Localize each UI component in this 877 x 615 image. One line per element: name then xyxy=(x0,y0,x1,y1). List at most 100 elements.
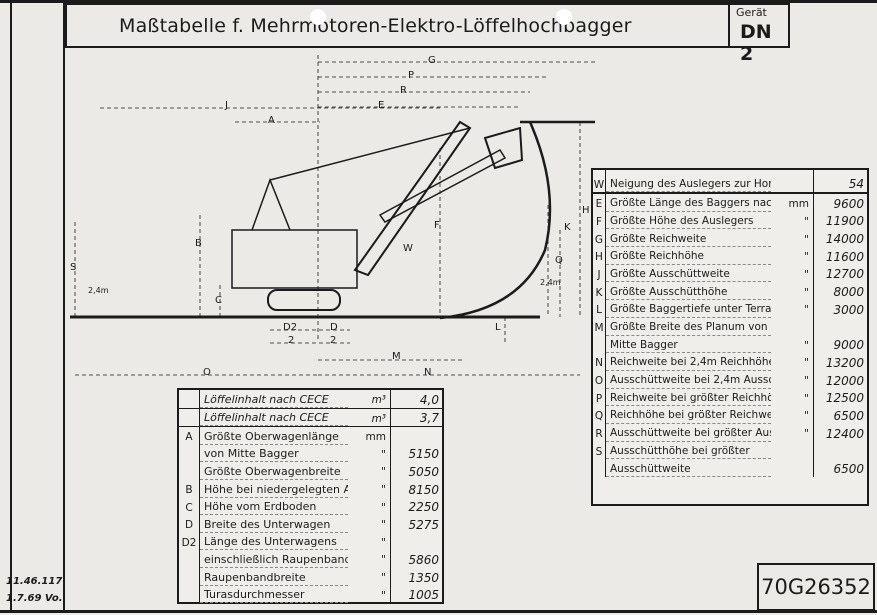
punch-hole xyxy=(556,9,572,25)
row-label: Turasdurchmesser xyxy=(200,589,348,604)
row-unit: m³ xyxy=(371,394,386,407)
row-unit xyxy=(775,334,813,336)
dim-label-s: S xyxy=(70,262,77,273)
row-unit: " xyxy=(381,448,386,461)
row-unit: " xyxy=(381,572,386,585)
row-value xyxy=(390,427,442,445)
row-key: N xyxy=(593,353,606,371)
row-label: Ausschüttweite xyxy=(606,464,771,477)
dim-label-2-4m-left: 2,4m xyxy=(88,286,109,295)
dim-label-z2: 2 xyxy=(330,335,337,346)
row-value: 6500 xyxy=(813,406,867,424)
dimension-lines xyxy=(74,55,595,376)
row-key: L xyxy=(593,300,606,318)
row-label: Größte Reichweite xyxy=(606,234,771,248)
row-label: Größte Reichhöhe xyxy=(606,251,771,265)
margin-note: 1.7.69 Vo. xyxy=(6,593,63,604)
row-label: Mitte Bagger xyxy=(606,340,771,354)
row-label: Höhe bei niedergelegten Ausleger xyxy=(200,484,348,498)
row-unit: " xyxy=(804,251,809,264)
row-label: Größte Oberwagenbreite xyxy=(200,466,348,480)
row-value: 9000 xyxy=(813,335,867,354)
table-row: Raupenbandbreite"1350 xyxy=(179,567,442,586)
row-label: Größte Ausschüttweite xyxy=(606,269,771,283)
row-label: Löffelinhalt nach CECE xyxy=(200,412,348,427)
row-value: 11600 xyxy=(813,247,867,265)
bucket xyxy=(483,126,524,170)
row-label: Neigung des Auslegers zur Horizontalen- … xyxy=(606,179,771,192)
row-value xyxy=(390,532,442,551)
dim-label-d: D xyxy=(330,322,338,333)
row-unit: " xyxy=(804,339,809,352)
dim-label-e: E xyxy=(378,100,385,111)
dipper-stick xyxy=(378,149,507,223)
row-unit xyxy=(775,475,813,477)
dim-label-h: H xyxy=(582,205,590,216)
row-key xyxy=(179,585,200,604)
upper-carriage xyxy=(231,229,358,289)
dim-label-2-4m-right: 2,4m xyxy=(540,278,561,287)
row-key: D xyxy=(179,515,200,533)
row-label: Raupenbandbreite xyxy=(200,572,348,586)
device-value: DN 2 xyxy=(740,21,772,65)
row-value: 12700 xyxy=(813,264,867,283)
dim-label-f: F xyxy=(434,220,440,231)
frame-top xyxy=(0,0,877,3)
table-row: Größte Oberwagenbreite"5050 xyxy=(179,462,442,480)
row-value: 14000 xyxy=(813,229,867,248)
row-unit: " xyxy=(381,484,386,497)
row-unit: mm xyxy=(365,431,386,444)
row-unit: " xyxy=(804,268,809,281)
punch-hole xyxy=(310,9,326,25)
boom xyxy=(353,120,472,277)
row-key: G xyxy=(593,229,606,248)
row-value: 54 xyxy=(813,170,867,192)
row-key: O xyxy=(593,370,606,389)
row-key: F xyxy=(593,211,606,230)
frame-left xyxy=(10,0,12,612)
crawler-track xyxy=(267,289,341,311)
row-unit: " xyxy=(381,589,386,602)
row-unit: " xyxy=(804,215,809,228)
row-label: Größte Breite des Planum von xyxy=(606,322,771,336)
digging-arc xyxy=(439,120,595,320)
dim-label-j: J xyxy=(225,100,228,111)
row-key: A xyxy=(179,427,200,445)
dim-label-d2: D2 xyxy=(283,322,298,333)
row-label: Ausschütthöhe bei größter xyxy=(606,446,771,460)
dim-label-o: O xyxy=(203,367,211,378)
row-unit: " xyxy=(804,375,809,388)
row-value: 2250 xyxy=(390,497,442,516)
row-unit: " xyxy=(381,519,386,532)
row-key: E xyxy=(593,194,606,212)
dim-label-r: R xyxy=(400,85,407,96)
row-value: 8150 xyxy=(390,479,442,498)
table-row: von Mitte Bagger"5150 xyxy=(179,444,442,463)
row-key xyxy=(593,459,606,477)
row-key: D2 xyxy=(179,532,200,551)
row-value xyxy=(813,317,867,336)
row-key: W xyxy=(593,170,606,192)
row-key xyxy=(593,335,606,354)
row-value: 8000 xyxy=(813,282,867,301)
row-unit: " xyxy=(804,304,809,317)
dim-label-z1: 2 xyxy=(288,335,295,346)
row-key xyxy=(179,390,200,408)
row-label: Länge des Unterwagens xyxy=(200,536,348,551)
row-value: 12000 xyxy=(813,370,867,389)
row-key xyxy=(179,462,200,480)
